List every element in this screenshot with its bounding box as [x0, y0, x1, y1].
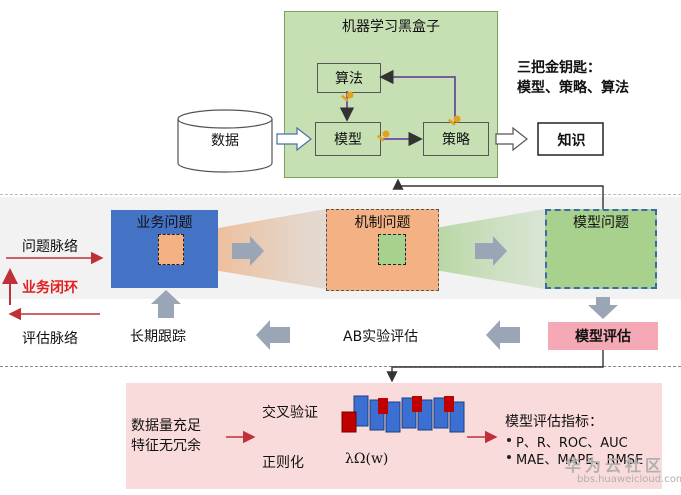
regularization-label: 正则化 [262, 455, 304, 471]
data-sufficient: 数据量充足 [131, 418, 201, 434]
arrow-model-to-eval [588, 297, 618, 319]
data-label: 数据 [211, 133, 239, 149]
model-box-inner: 模型 [315, 122, 381, 156]
arrow-eval-to-ab [486, 320, 520, 350]
evaluation-methods-panel [126, 383, 662, 489]
metrics-title: 模型评估指标： [505, 414, 603, 430]
long-term-tracking-label: 长期跟踪 [130, 329, 186, 345]
cross-validation-folds-icon [341, 395, 465, 433]
blackbox-title: 机器学习黑盒子 [342, 19, 440, 35]
arrow-business-to-mechanism [232, 236, 264, 266]
bullet-dot [507, 455, 511, 459]
conditions-text: 数据量充足 特征无冗余 [131, 416, 201, 456]
golden-keys-line1: 三把金钥匙： [517, 60, 601, 76]
arrow-ab-to-tracking [256, 320, 290, 350]
database-icon [177, 109, 273, 173]
watermark-url: bbs.huaweicloud.com [577, 474, 681, 485]
model-eval-label: 模型评估 [548, 322, 658, 350]
arrow-tracking-to-business [151, 290, 181, 318]
bullet-dot [507, 438, 511, 442]
problem-context-label: 问题脉络 [22, 239, 78, 255]
top-separator [0, 194, 681, 195]
business-problem-label: 业务问题 [136, 215, 193, 231]
watermark-brand: 华为云社区 [565, 456, 666, 475]
mechanism-problem-label: 机制问题 [354, 215, 411, 231]
bottom-separator [0, 366, 681, 367]
golden-keys-note: 三把金钥匙： 模型、策略、算法 [517, 58, 677, 98]
strategy-to-knowledge-arrow [495, 126, 528, 152]
strategy-to-algorithm-arrow [379, 69, 456, 122]
no-redundant-features: 特征无冗余 [131, 438, 201, 454]
strategy-box: 策略 [423, 122, 489, 156]
knowledge-box [537, 122, 604, 156]
business-loop-label: 业务闭环 [22, 280, 78, 296]
golden-keys-line2: 模型、策略、算法 [517, 80, 629, 96]
key-icon [340, 91, 461, 142]
knowledge-label: 知识 [557, 133, 586, 149]
business-focus-area [158, 234, 184, 265]
cross-validation-label: 交叉验证 [262, 405, 318, 421]
arrow-mechanism-to-model [475, 236, 507, 266]
model-to-blackbox-arrow [392, 178, 604, 209]
regularization-formula: λΩ(w) [345, 451, 389, 467]
metrics-line-1: P、R、ROC、AUC [516, 436, 628, 451]
eval-context-label: 评估脉络 [22, 331, 78, 347]
eval-to-methods-arrow [386, 350, 604, 383]
metrics-line-2: MAE、MAPE、RMSE [516, 453, 644, 468]
model-problem-label: 模型问题 [573, 215, 629, 231]
data-to-model-arrow [276, 126, 312, 152]
mechanism-focus-area [378, 234, 406, 265]
model-problem-box [545, 209, 657, 289]
ab-eval-label: AB实验评估 [343, 329, 419, 345]
